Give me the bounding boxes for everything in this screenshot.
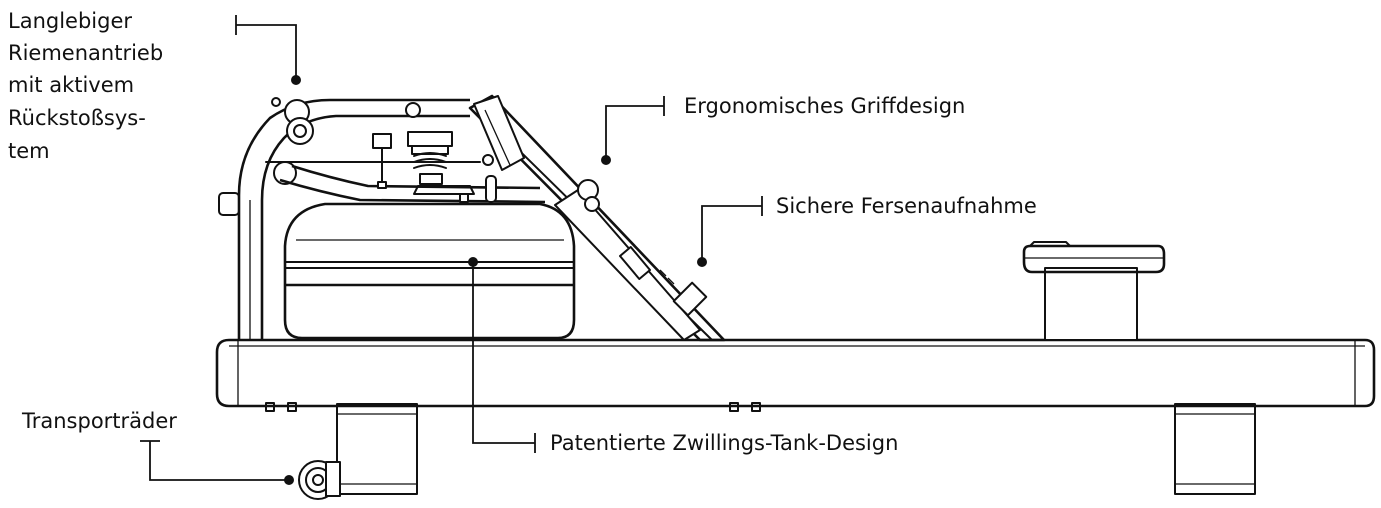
heel-label: Sichere Fersenaufnahme xyxy=(776,194,1037,218)
wheels-label: Transporträder xyxy=(21,409,177,433)
transport-wheel xyxy=(298,460,341,500)
flywheel-mechanism xyxy=(372,131,497,203)
callout-labels: Langlebiger Riemenantrieb mit aktivem Rü… xyxy=(8,9,1037,455)
rowing-machine-drawing xyxy=(215,94,1376,500)
footboard xyxy=(468,94,726,342)
wheels-leader xyxy=(140,440,294,485)
belt-drive-label-line-1: Langlebiger xyxy=(8,9,132,33)
callout-leaders xyxy=(140,15,763,485)
main-rail xyxy=(215,338,1376,408)
handle-leader xyxy=(601,96,665,165)
pulleys xyxy=(271,97,421,185)
belt-drive-leader xyxy=(235,15,301,85)
tank-label: Patentierte Zwillings-Tank-Design xyxy=(550,431,898,455)
seat xyxy=(1022,241,1166,341)
tank-leader xyxy=(468,257,536,453)
water-tank xyxy=(283,202,576,340)
heel-leader xyxy=(697,196,763,267)
belt-drive-label-line-3: mit aktivem xyxy=(8,73,134,97)
base-legs xyxy=(265,402,1256,495)
belt-drive-label-line-5: tem xyxy=(8,139,50,163)
handle-label: Ergonomisches Griffdesign xyxy=(684,94,965,118)
belt-drive-label-line-2: Riemenantrieb xyxy=(8,41,163,65)
belt-drive-label-line-4: Rückstoßsys- xyxy=(8,106,146,130)
